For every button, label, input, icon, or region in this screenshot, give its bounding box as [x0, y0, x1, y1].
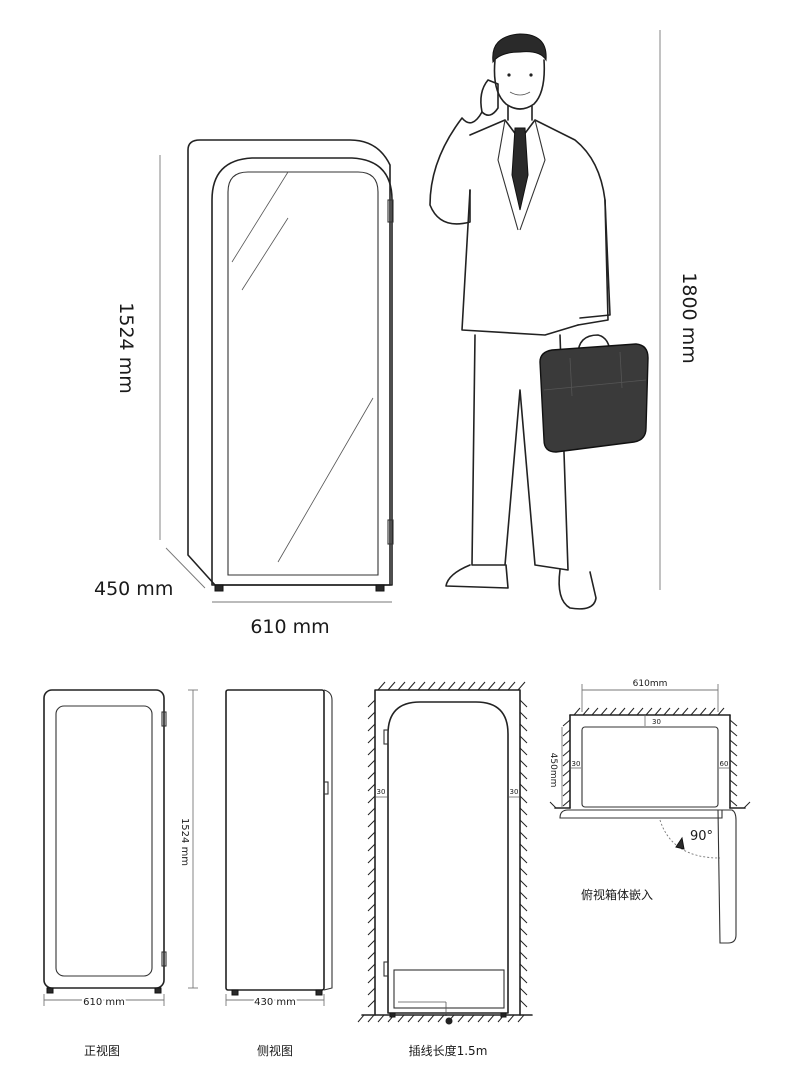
- front-view-caption: 正视图: [84, 1043, 120, 1058]
- side-view-caption: 侧视图: [257, 1043, 293, 1058]
- hero-depth-dimension-line: [165, 547, 206, 589]
- hero-depth-label: 450 mm: [94, 578, 173, 600]
- side-depth-label: 430 mm: [254, 997, 296, 1008]
- front-width-label: 610 mm: [83, 997, 125, 1008]
- hero-width-label: 610 mm: [250, 616, 329, 638]
- top-view: [554, 684, 746, 944]
- install-view-caption: 插线长度1.5m: [409, 1043, 488, 1058]
- side-view: [225, 689, 333, 1006]
- front-view: [43, 689, 198, 1006]
- wall-hatching: [357, 681, 751, 1023]
- person-height-label: 1800 mm: [678, 272, 700, 363]
- top-width-label: 610mm: [633, 679, 668, 689]
- top-view-caption: 俯视箱体嵌入: [581, 887, 653, 902]
- front-height-label: 1524 mm: [179, 818, 190, 866]
- top-left-gap: 30: [572, 760, 581, 768]
- top-back-gap: 30: [652, 718, 661, 726]
- person-figure: [429, 33, 611, 610]
- hero-height-label: 1524 mm: [115, 302, 137, 393]
- top-right-gap: 60: [720, 760, 729, 768]
- install-view: [361, 689, 533, 1025]
- install-left-gap: 30: [377, 788, 386, 796]
- hero-fridge: [187, 139, 394, 592]
- top-angle-label: 90°: [690, 829, 713, 844]
- briefcase-icon: [539, 334, 649, 453]
- install-right-gap: 30: [510, 788, 519, 796]
- top-depth-label: 450mm: [548, 753, 558, 788]
